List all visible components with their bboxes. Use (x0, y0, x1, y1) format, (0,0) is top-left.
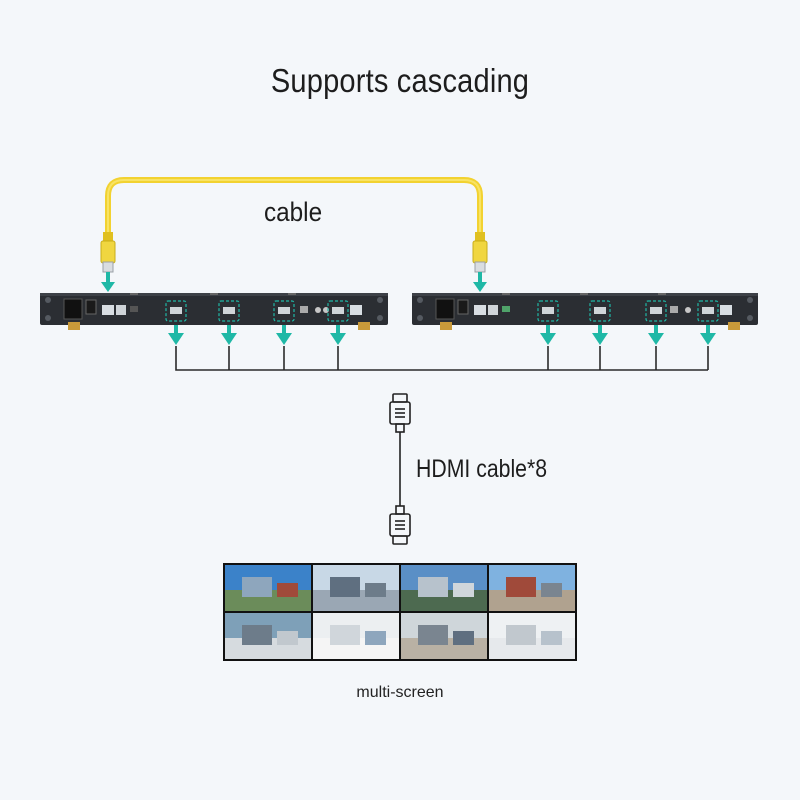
screen-5 (225, 613, 311, 659)
page-title: Supports cascading (270, 62, 530, 99)
screen-2 (313, 565, 399, 611)
right-unit (412, 293, 758, 330)
video-wall (223, 563, 577, 661)
network-cable (105, 177, 483, 243)
screen-8 (489, 613, 575, 659)
left-unit (40, 293, 388, 330)
screen-3 (401, 565, 487, 611)
rj45-plug-icon-left (100, 232, 116, 273)
multi-screen-caption: multi-screen (356, 684, 444, 701)
down-arrow-icon (168, 325, 716, 345)
rj45-plug-icon-right (472, 232, 488, 273)
screen-1 (225, 565, 311, 611)
hdmi-cable-label: HDMI cable*8 (416, 455, 548, 483)
hdmi-plug-icon (389, 393, 411, 545)
screen-6 (313, 613, 399, 659)
cable-label: cable (264, 197, 323, 227)
screen-7 (401, 613, 487, 659)
screen-4 (489, 565, 575, 611)
